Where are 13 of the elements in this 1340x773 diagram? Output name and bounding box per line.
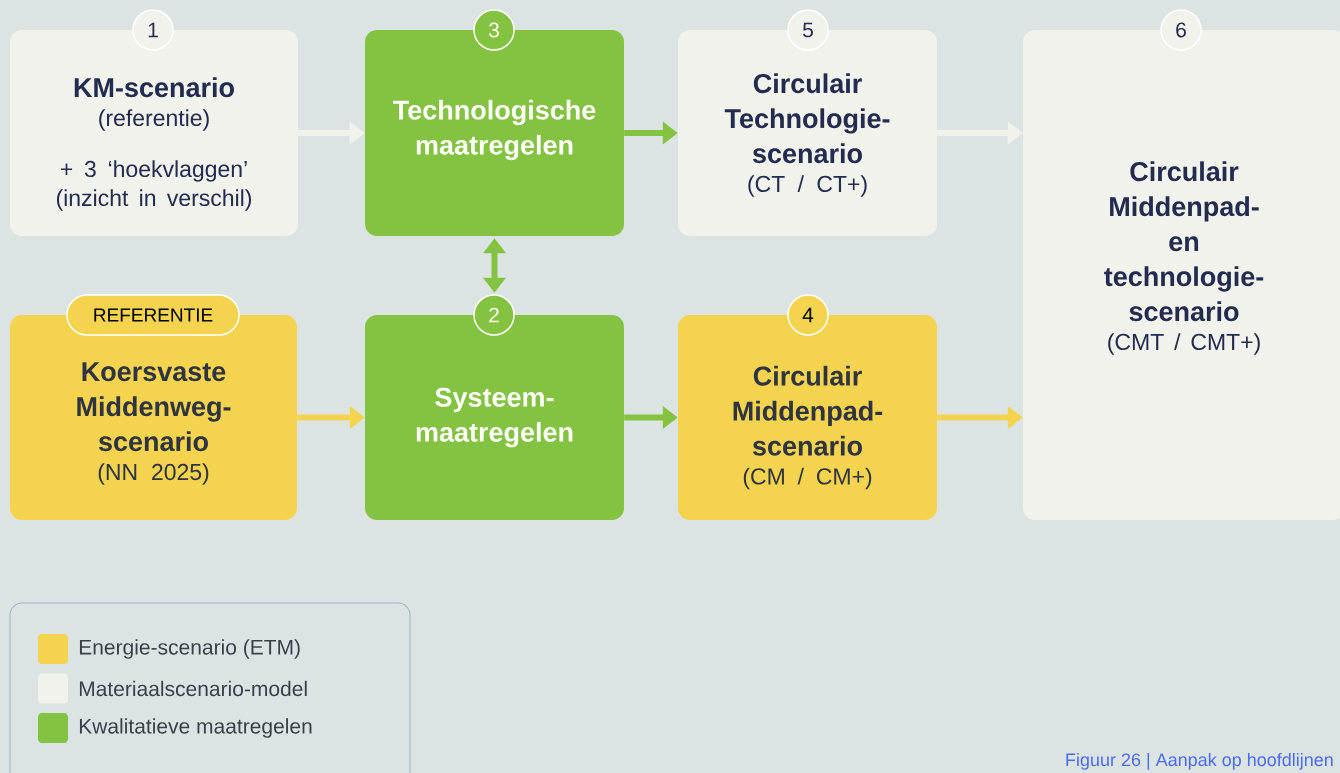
number-badge: 2 [473,294,515,336]
legend-text: Materiaalscenario-model [79,680,307,697]
node-label: (NN 2025) [98,463,209,485]
number-badge: 6 [1160,9,1202,51]
caption: Figuur 26 | Aanpak op hoofdlijnen [1066,752,1333,770]
tag-badge: REFERENTIE [66,294,240,336]
legend-text: Kwalitatieve maatregelen [79,718,312,738]
number-badge: 1 [132,9,174,51]
node-label: Koersvaste Middenweg-scenario [77,362,231,452]
number-badge: 3 [473,9,515,51]
legend-text: Energie-scenario (ETM) [79,639,300,659]
number-badge: 4 [787,294,829,336]
number-badge: 5 [787,9,829,51]
